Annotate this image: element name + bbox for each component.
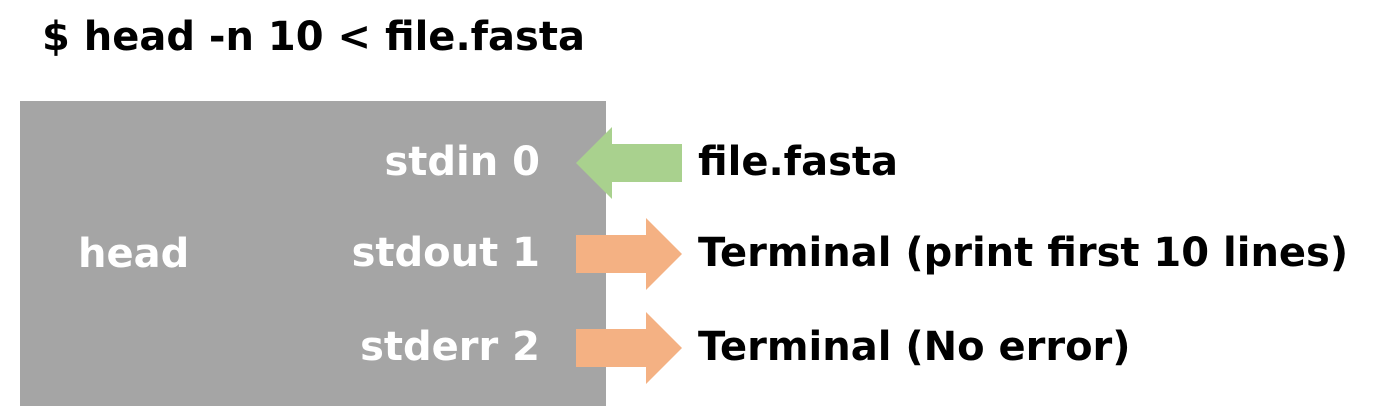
command-line: $ head -n 10 < file.fasta — [42, 14, 585, 60]
target-label-stderr: Terminal (No error) — [698, 324, 1131, 370]
arrow-left-shape — [576, 127, 682, 199]
process-name: head — [78, 231, 190, 277]
stream-label-stdin: stdin 0 — [384, 139, 540, 185]
input-arrow-icon — [576, 127, 682, 199]
stream-label-stderr: stderr 2 — [360, 324, 540, 370]
process-box — [20, 101, 606, 406]
stream-label-stdout: stdout 1 — [351, 230, 540, 276]
arrow-right-shape — [576, 312, 682, 384]
arrow-right-shape — [576, 218, 682, 290]
error-arrow-icon — [576, 312, 682, 384]
target-label-stdin: file.fasta — [698, 139, 898, 185]
target-label-stdout: Terminal (print first 10 lines) — [698, 230, 1349, 276]
output-arrow-icon — [576, 218, 682, 290]
